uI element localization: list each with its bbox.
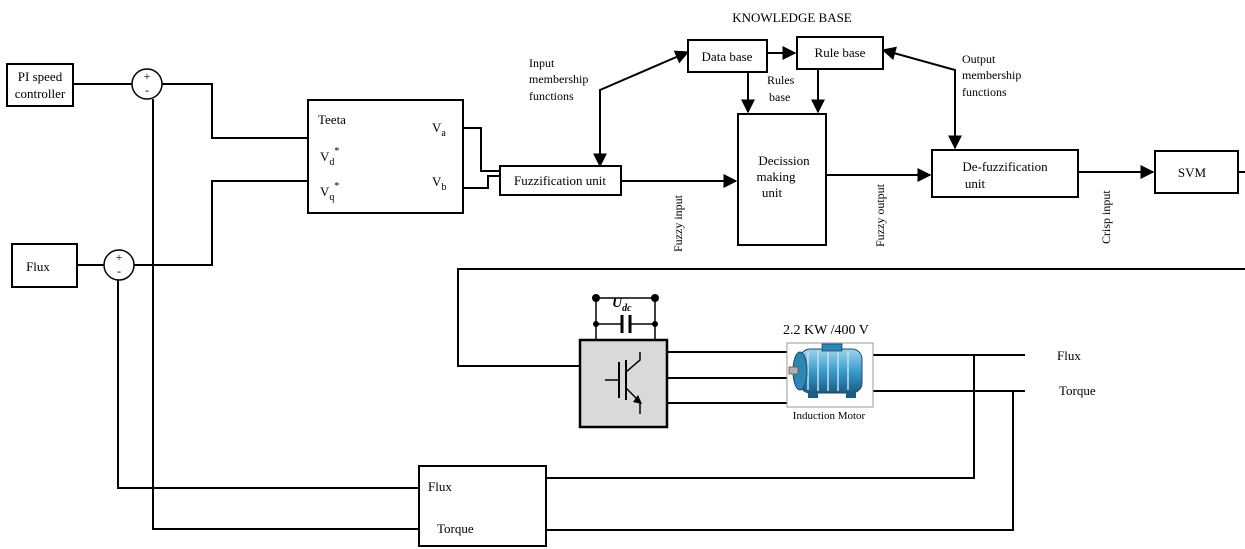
data-base-label: Data base: [702, 49, 753, 64]
vb-label: Vb: [432, 174, 446, 193]
svg-text:base: base: [769, 90, 790, 104]
output-membership-label: Output membership functions: [962, 52, 1021, 99]
fuzzification-unit-label: Fuzzification unit: [514, 173, 606, 188]
decision-label-2: making: [757, 169, 796, 184]
reference-transform-block: Teeta Vd* Vq* Va Vb: [307, 99, 464, 214]
pi-speed-controller-label-1: PI speed: [18, 69, 63, 84]
svg-text:functions: functions: [962, 85, 1007, 99]
rule-base-block: Rule base: [796, 36, 884, 70]
fuzzy-output-label: Fuzzy output: [873, 183, 887, 247]
decision-making-unit-block: Decission making unit: [737, 113, 827, 246]
defuzzification-unit-block: De-fuzzification unit: [931, 149, 1079, 198]
rule-base-label: Rule base: [815, 45, 866, 60]
estimator-flux-label: Flux: [428, 479, 452, 494]
flux-sum-plus-sign: +: [116, 250, 123, 264]
input-membership-label: Input membership functions: [529, 56, 588, 103]
svg-text:Input: Input: [529, 56, 555, 70]
motor-icon: [788, 343, 863, 398]
defuzzification-label-1: De-fuzzification: [962, 159, 1048, 174]
udc-label: Udc: [612, 296, 632, 314]
decision-label-3: unit: [762, 185, 783, 200]
va-label: Va: [432, 120, 446, 139]
flux-sum-minus-sign: -: [117, 264, 121, 278]
svg-text:membership: membership: [962, 68, 1021, 82]
vq-label: Vq*: [320, 181, 339, 203]
svg-text:membership: membership: [529, 72, 588, 86]
flux-summing-junction: + -: [103, 249, 135, 281]
vd-label: Vd*: [320, 146, 339, 168]
teeta-label: Teeta: [318, 112, 346, 127]
pi-speed-controller-block: PI speed controller: [6, 63, 74, 107]
inverter-block: [578, 338, 669, 429]
svg-text:Output: Output: [962, 52, 996, 66]
data-base-block: Data base: [687, 39, 768, 73]
flux-torque-estimator-block: Flux Torque: [418, 465, 547, 547]
flux-reference-block: Flux: [11, 243, 78, 288]
power-wiring: [117, 99, 1245, 531]
speed-sum-plus-sign: +: [144, 69, 151, 83]
speed-sum-minus-sign: -: [145, 83, 149, 97]
flux-output-label: Flux: [1057, 348, 1081, 363]
motor-caption: Induction Motor: [793, 410, 866, 422]
speed-summing-junction: + -: [131, 68, 163, 100]
control-wiring: [73, 46, 1245, 266]
knowledge-base-title: KNOWLEDGE BASE: [732, 10, 852, 25]
pi-speed-controller-label-2: controller: [15, 86, 66, 101]
svg-text:Rules: Rules: [767, 73, 795, 87]
fuzzy-input-label: Fuzzy input: [671, 194, 685, 252]
dc-link-capacitor: Udc: [592, 294, 659, 342]
svm-label: SVM: [1178, 165, 1207, 180]
crisp-input-label: Crisp input: [1099, 190, 1113, 244]
fuzzification-unit-block: Fuzzification unit: [499, 165, 622, 196]
estimator-torque-label: Torque: [437, 521, 474, 536]
torque-output-label: Torque: [1059, 383, 1096, 398]
motor-rating-label: 2.2 KW /400 V: [783, 323, 869, 338]
svg-text:functions: functions: [529, 89, 574, 103]
induction-motor-block: 2.2 KW /400 V Induction Motor: [783, 323, 874, 422]
svm-block: SVM: [1154, 150, 1239, 194]
decision-label-1: Decission: [758, 153, 810, 168]
rules-base-label: Rules base: [767, 73, 795, 104]
defuzzification-label-2: unit: [965, 176, 986, 191]
flux-reference-label: Flux: [26, 259, 50, 274]
